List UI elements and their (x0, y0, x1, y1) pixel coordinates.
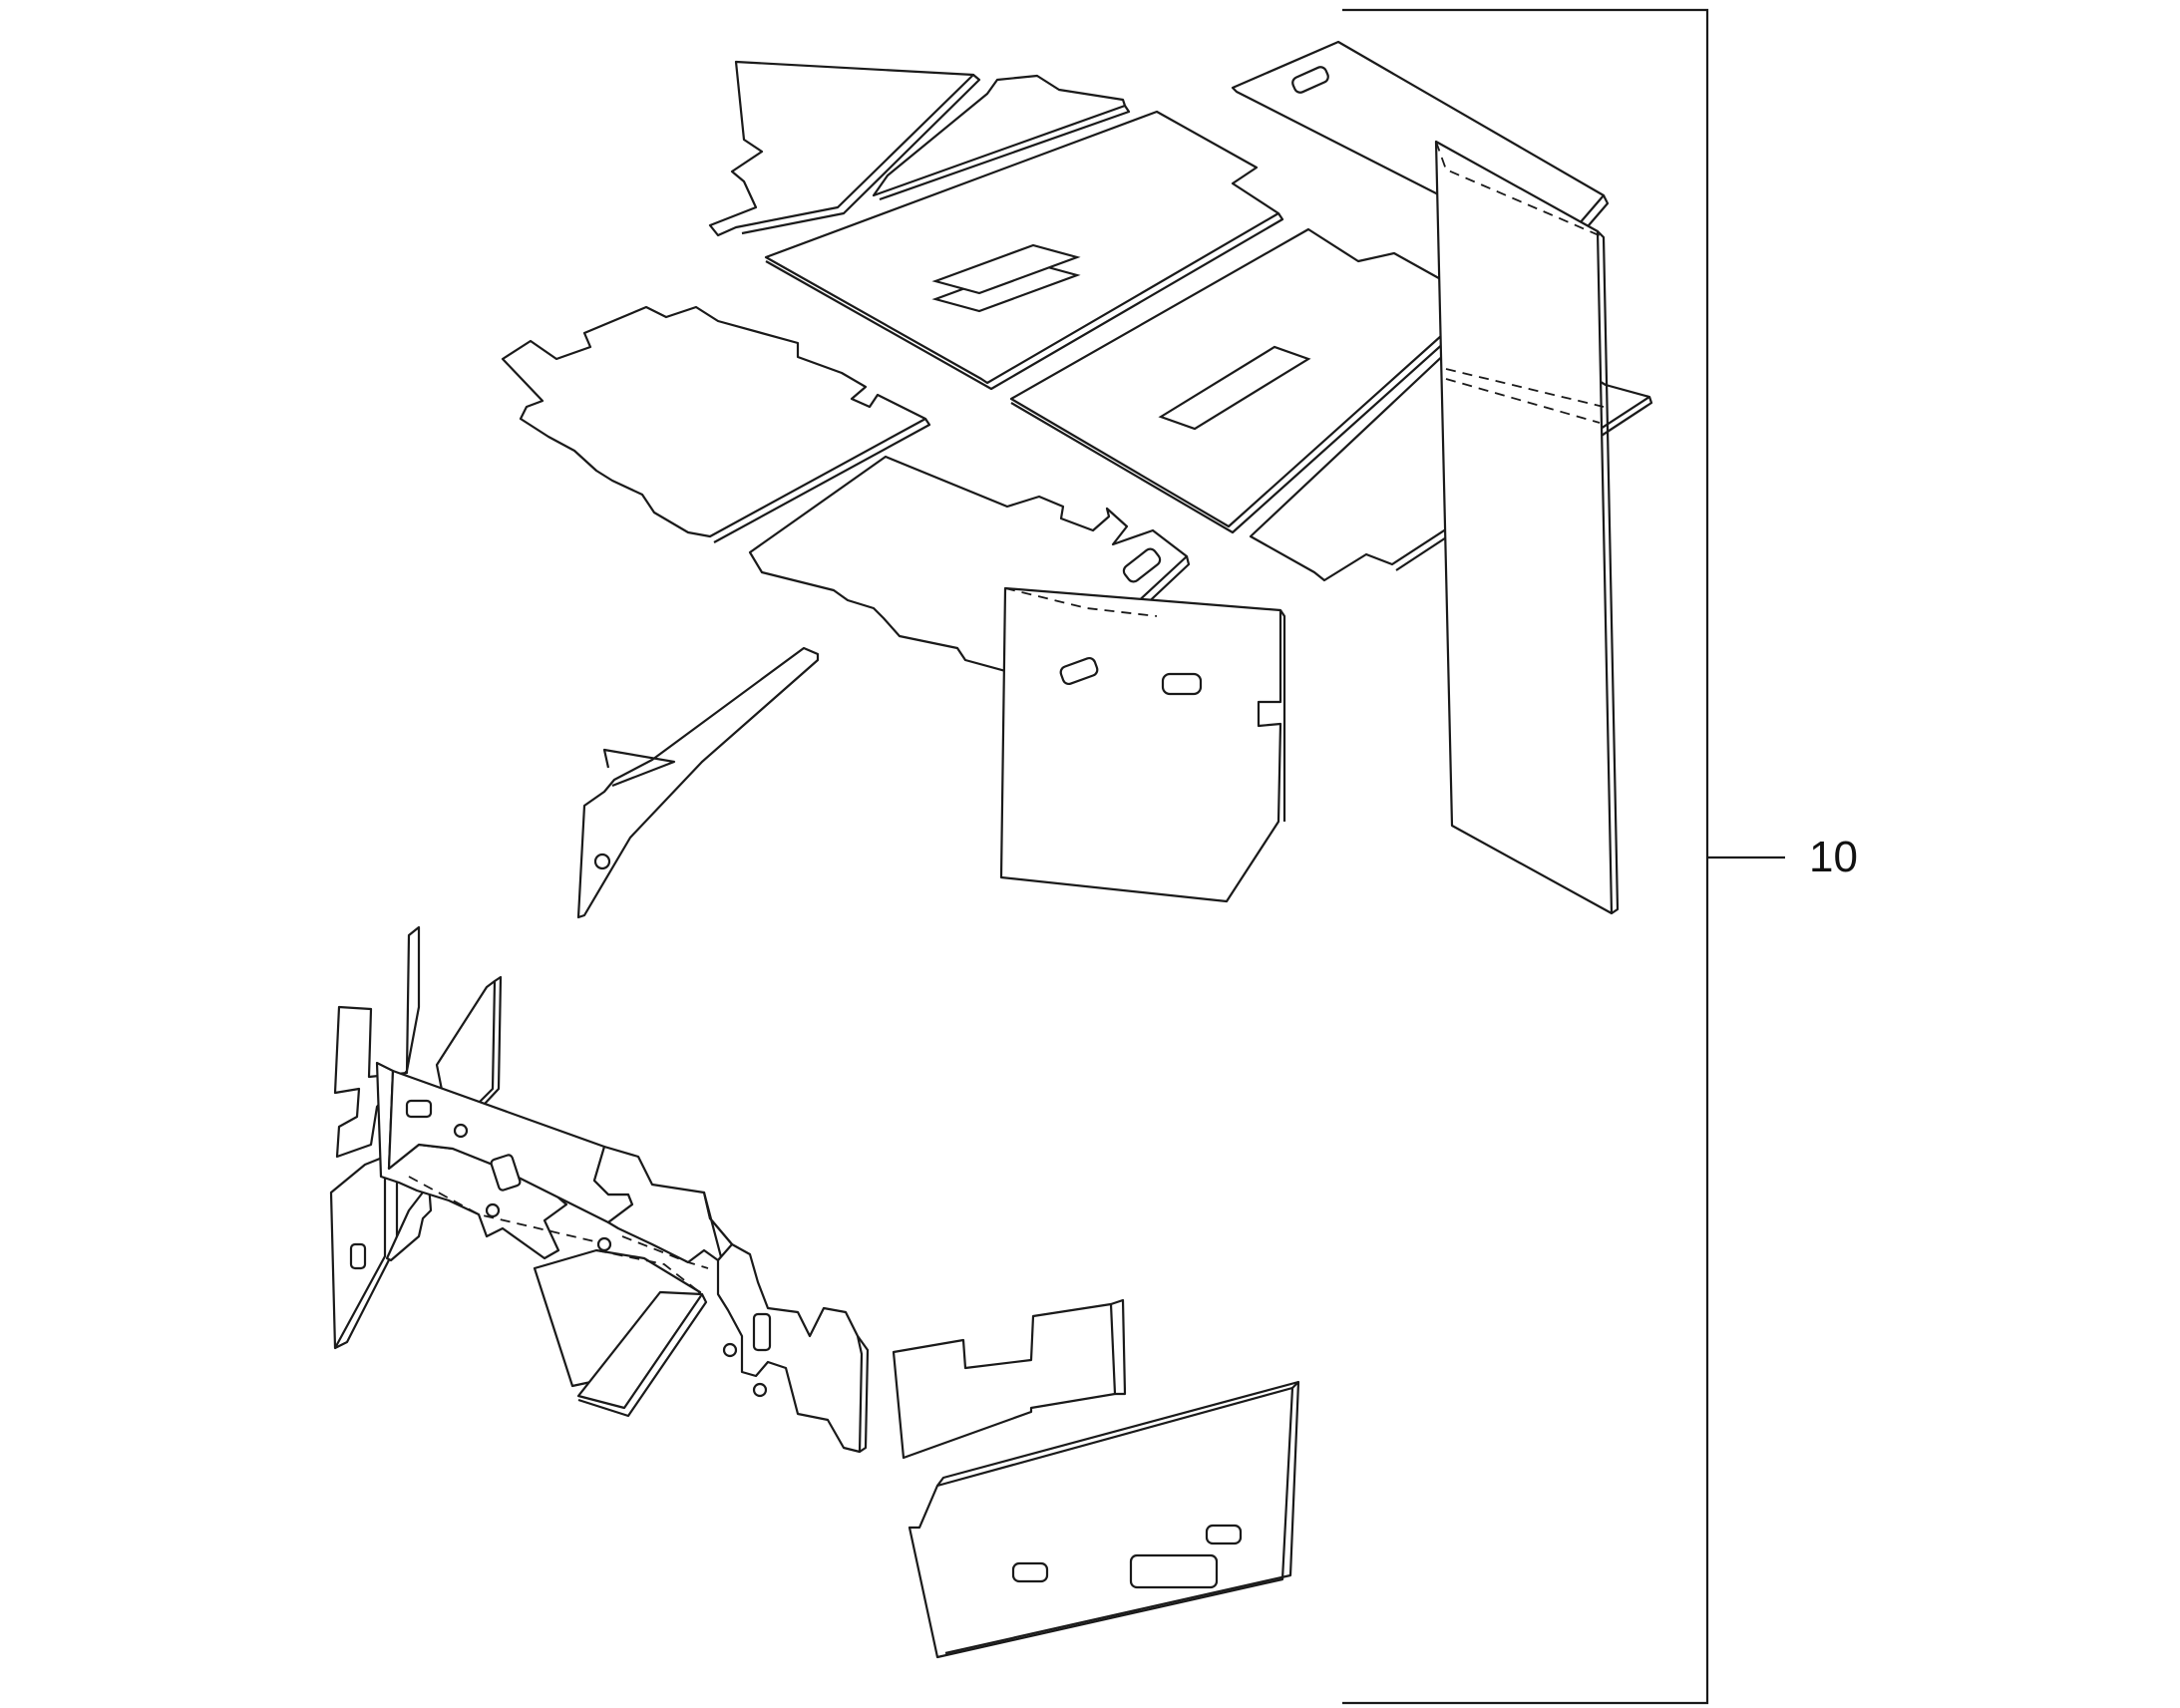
callout-label-10: 10 (1809, 833, 1858, 881)
top-left-wedge-panel (708, 60, 981, 237)
triangular-gusset (533, 1248, 708, 1418)
upper-floor-panel (764, 110, 1284, 391)
tall-right-panel (1434, 140, 1620, 915)
lower-floor-panel (1009, 227, 1486, 534)
top-center-wedge-panel (872, 74, 1131, 201)
left-mat-panel (501, 305, 931, 543)
side-gusset-panel (576, 646, 820, 919)
middle-bracket-sheet-lower (385, 1183, 433, 1262)
horizontal-frame-rail (375, 1061, 870, 1454)
notched-plate (892, 1298, 1127, 1460)
assembly-bracket (1342, 8, 1785, 1705)
front-center-panel (999, 586, 1286, 903)
large-lower-panel (908, 1380, 1300, 1659)
